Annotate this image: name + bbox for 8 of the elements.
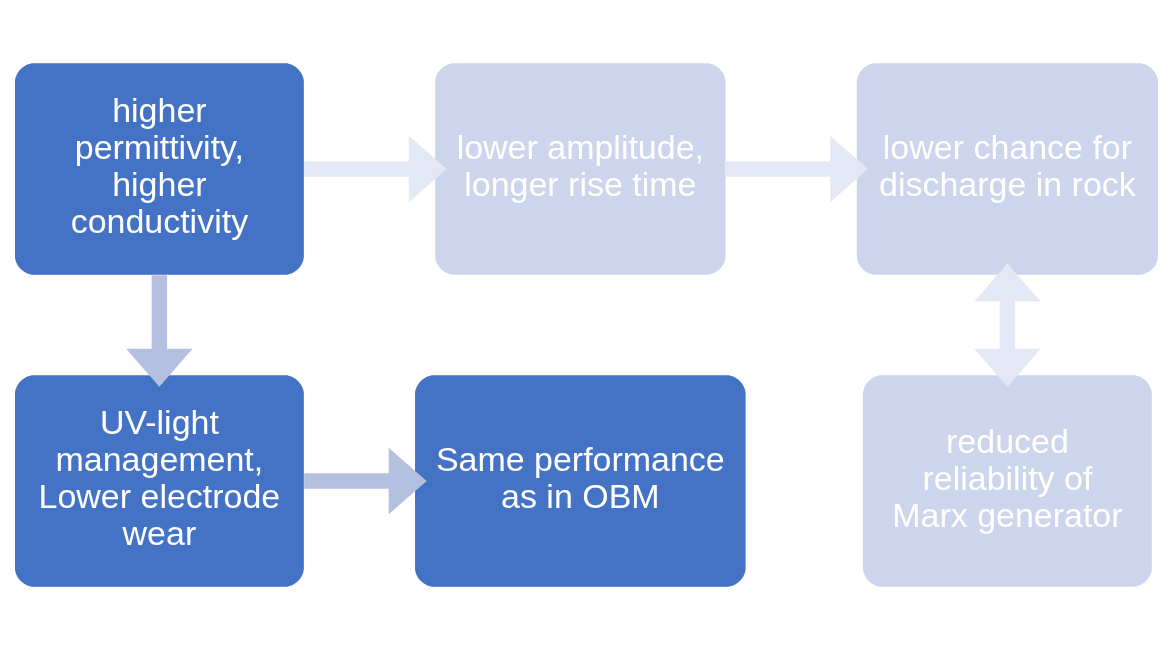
arrow: [304, 135, 447, 203]
arrow: [974, 263, 1041, 387]
arrow: [726, 135, 869, 203]
arrow: [126, 275, 193, 387]
node-box: higher permittivity, higher conductivity: [14, 63, 304, 275]
node-box: UV-light management, Lower electrode wear: [14, 375, 304, 587]
arrow: [304, 447, 427, 515]
node-box: Same performance as in OBM: [415, 375, 746, 587]
